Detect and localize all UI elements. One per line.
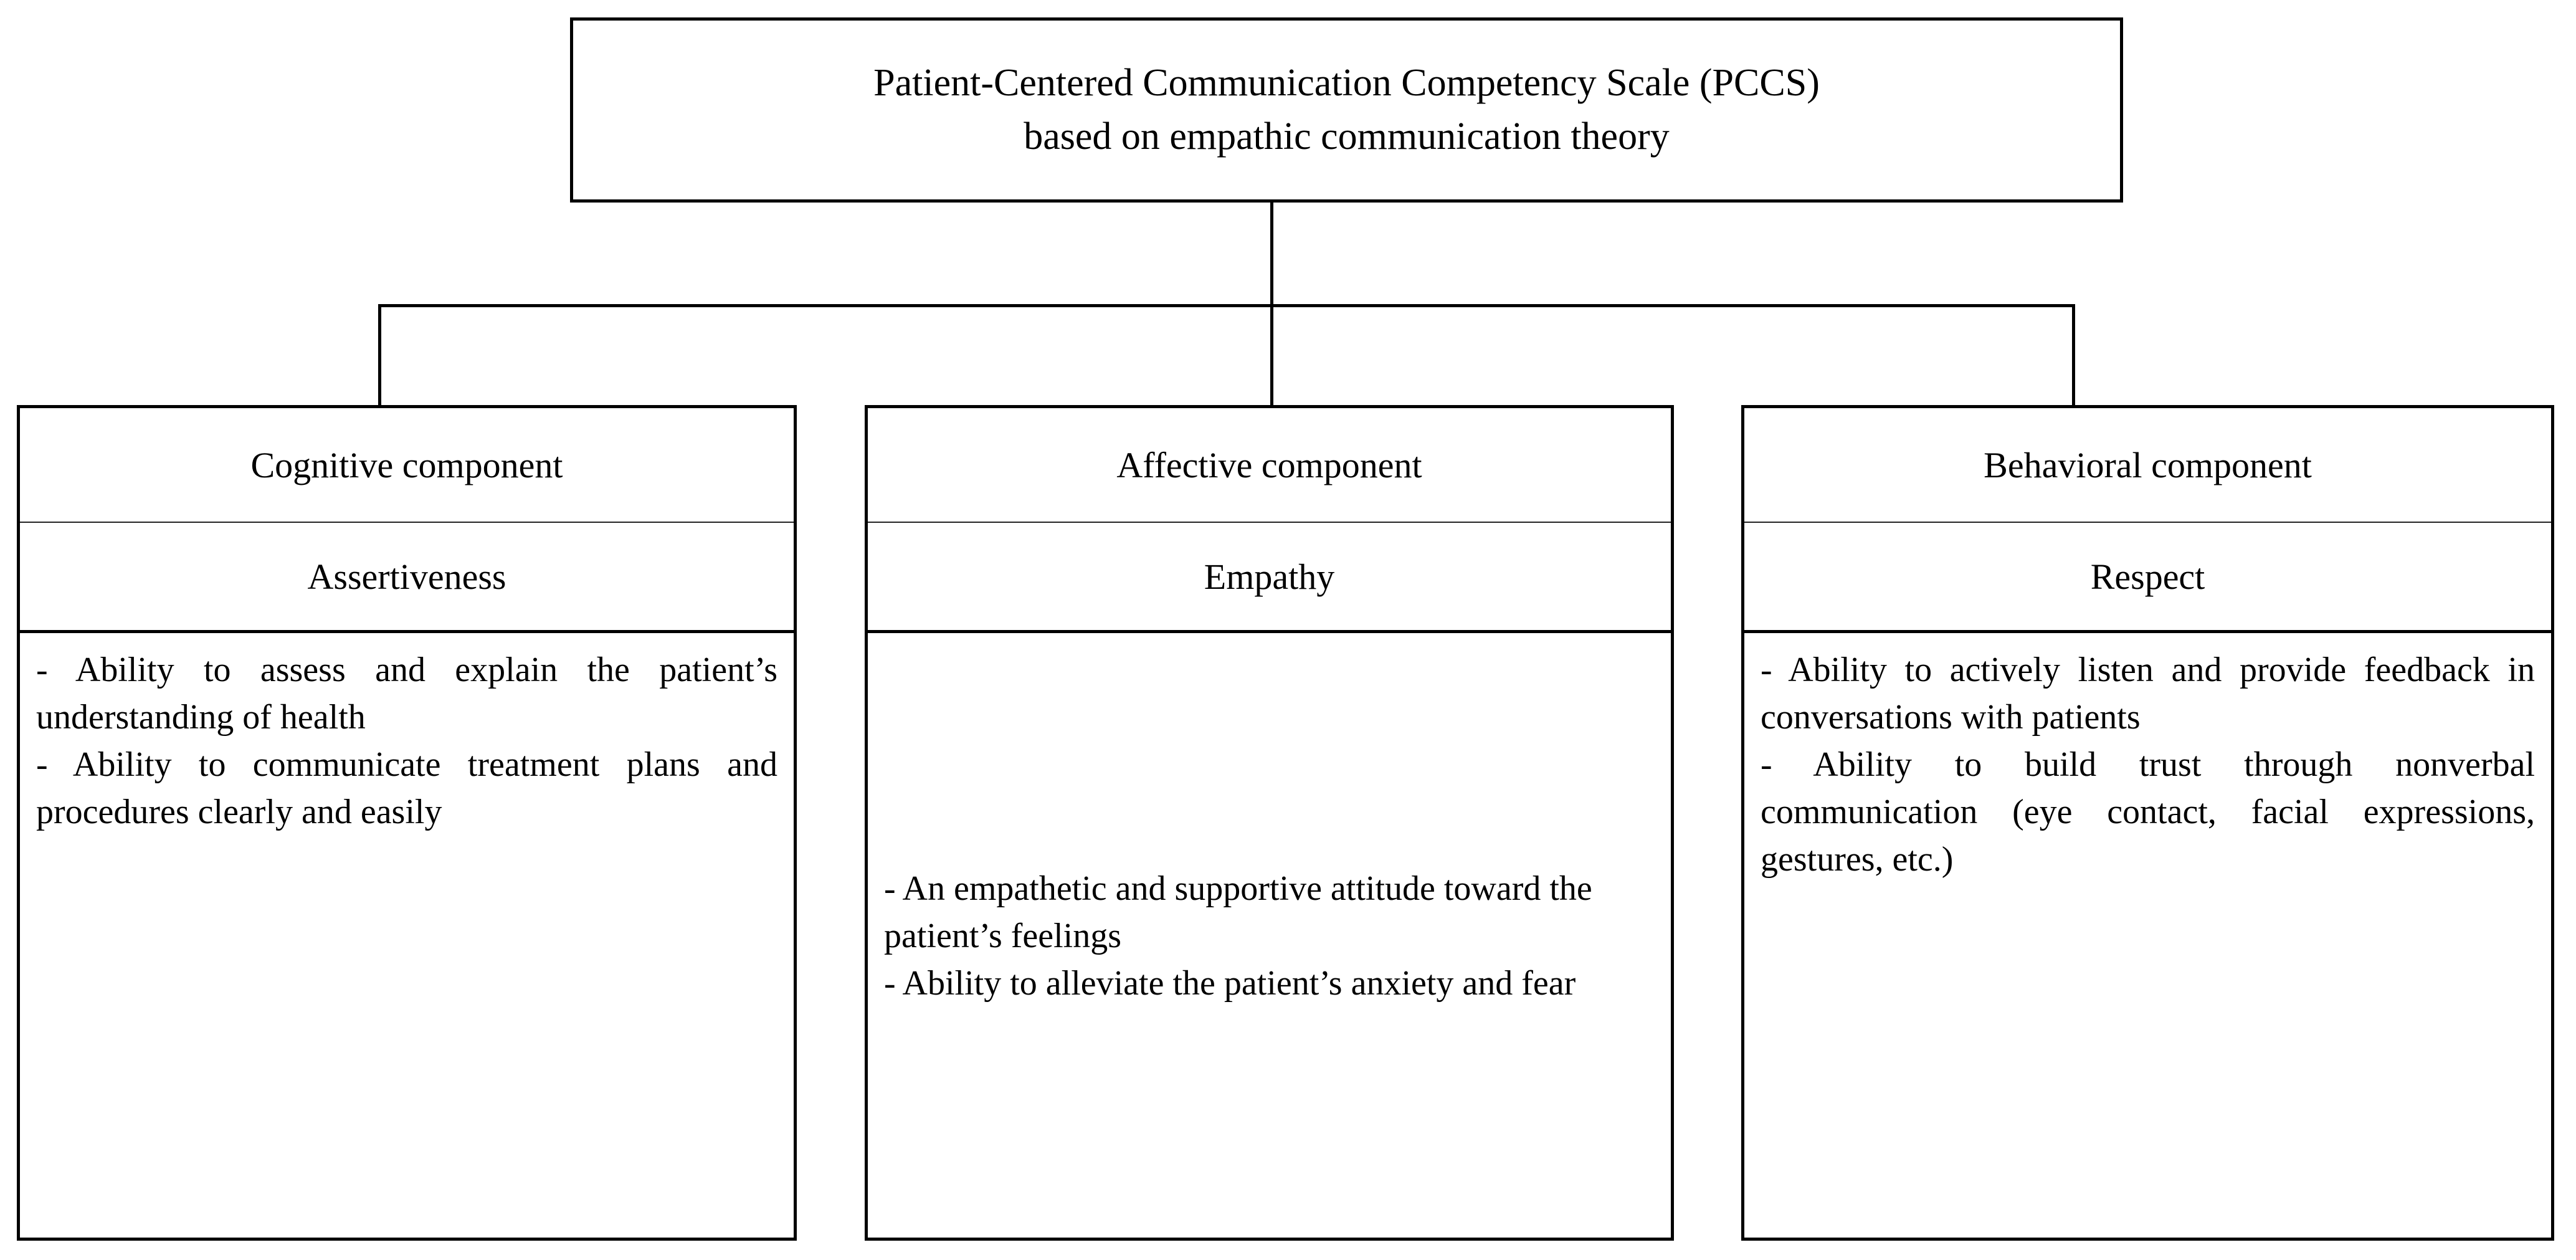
connector-branch-behavioral [2072, 304, 2075, 406]
component-header-affective: Affective component [868, 408, 1671, 523]
component-box-cognitive: Cognitive component Assertiveness - Abil… [17, 405, 797, 1241]
title-box: Patient-Centered Communication Competenc… [570, 17, 2123, 203]
bullet-item: - An empathetic and supportive attitude … [884, 869, 1592, 956]
connector-branch-affective [1270, 304, 1273, 406]
title-line-1: Patient-Centered Communication Competenc… [873, 61, 1820, 104]
component-header-cognitive: Cognitive component [20, 408, 794, 523]
component-body-cognitive: - Ability to assess and explain the pati… [20, 633, 794, 1238]
component-box-behavioral: Behavioral component Respect - Ability t… [1741, 405, 2554, 1241]
component-header-behavioral: Behavioral component [1744, 408, 2551, 523]
bullet-item: - Ability to alleviate the patient’s anx… [884, 963, 1576, 1003]
component-body-behavioral: - Ability to actively listen and provide… [1744, 633, 2551, 1238]
connector-branch-cognitive [378, 304, 381, 406]
component-box-affective: Affective component Empathy - An empathe… [865, 405, 1674, 1241]
bullet-item: - Ability to communicate treatment plans… [36, 745, 777, 831]
component-subtitle-cognitive: Assertiveness [20, 523, 794, 633]
component-body-affective: - An empathetic and supportive attitude … [868, 633, 1671, 1238]
component-subtitle-behavioral: Respect [1744, 523, 2551, 633]
connector-stem-vertical [1270, 203, 1273, 307]
bullet-list-behavioral: - Ability to actively listen and provide… [1761, 647, 2535, 883]
component-subtitle-affective: Empathy [868, 523, 1671, 633]
bullet-item: - Ability to build trust through nonverb… [1761, 745, 2535, 879]
connector-horizontal-bus [378, 304, 2075, 307]
bullet-list-affective: - An empathetic and supportive attitude … [884, 866, 1655, 1008]
bullet-item: - Ability to actively listen and provide… [1761, 651, 2535, 737]
bullet-list-cognitive: - Ability to assess and explain the pati… [36, 647, 777, 836]
bullet-item: - Ability to assess and explain the pati… [36, 651, 777, 737]
title-line-2: based on empathic communication theory [1024, 115, 1670, 158]
